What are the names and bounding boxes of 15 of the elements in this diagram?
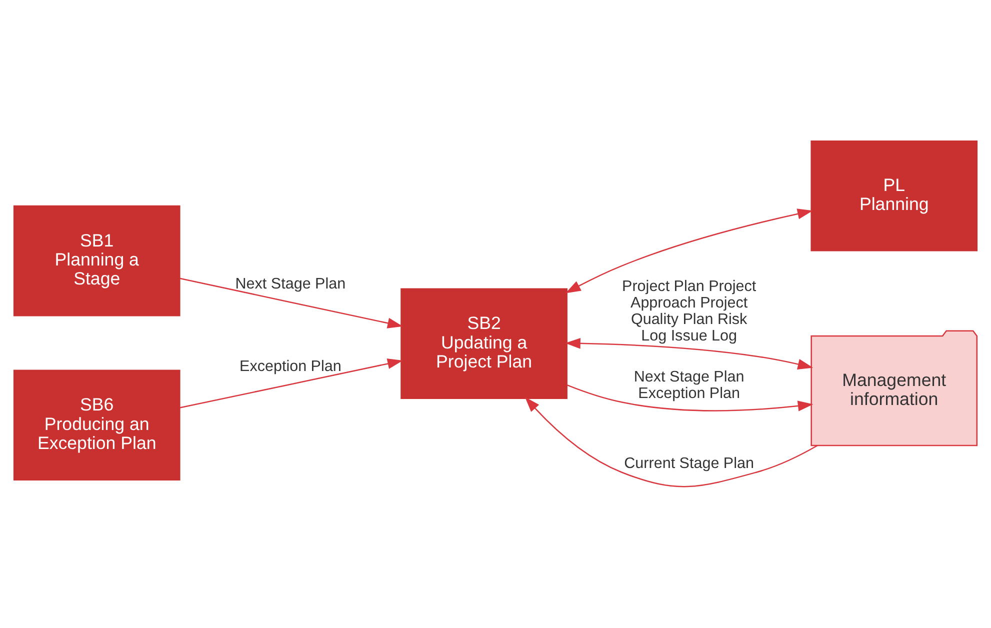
arrow — [524, 396, 818, 488]
arrow — [566, 384, 814, 412]
edge-label: Exception Plan — [240, 358, 342, 376]
node-box: SB2 Updating a Project Plan — [400, 288, 568, 399]
arrow — [180, 278, 403, 328]
arrow — [565, 338, 814, 370]
edge-label: Next Stage Plan — [235, 275, 346, 292]
edge-label: Current Stage Plan — [624, 454, 754, 472]
node-box: SB1 Planning a Stage — [13, 205, 180, 316]
edge-label: Next Stage Plan Exception Plan — [634, 368, 744, 402]
node-box: PL Planning — [810, 140, 978, 252]
node-box: SB6 Producing an Exception Plan — [13, 370, 180, 480]
arrow — [565, 208, 813, 294]
edge-label: Project Plan Project Approach Project Quality Plan Risk Log Issue Log — [622, 278, 756, 345]
arrow — [180, 358, 403, 408]
